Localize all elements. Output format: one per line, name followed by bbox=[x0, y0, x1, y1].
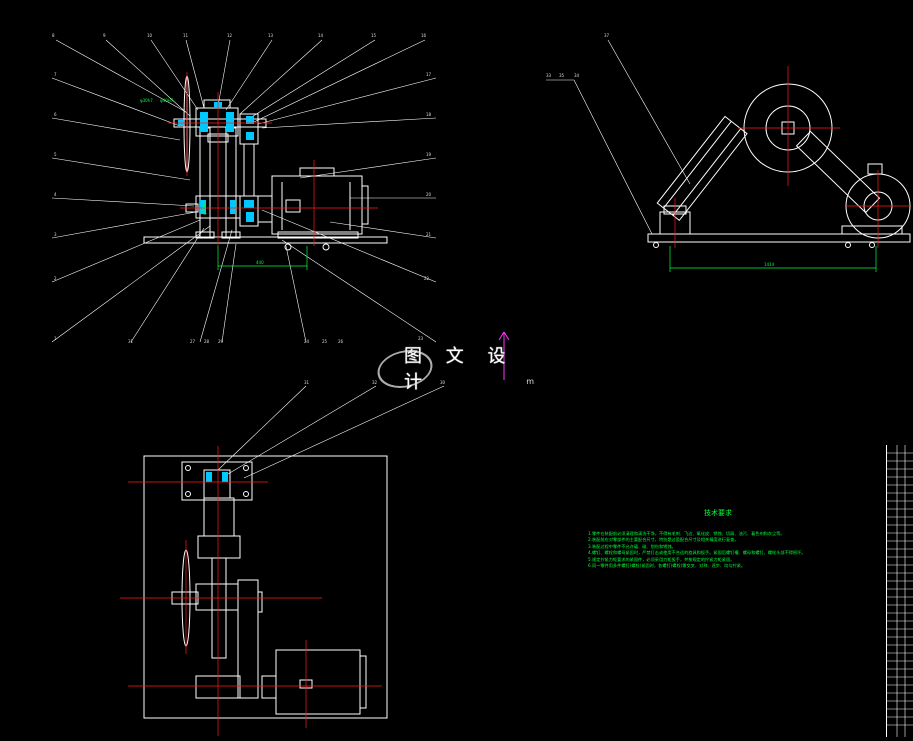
front-view-dimension-label: 440 bbox=[256, 260, 264, 265]
watermark-text: 图 文 设 计 bbox=[404, 346, 515, 393]
front-view-callouts-bottom: 31 27 28 29 24 25 26 bbox=[128, 339, 344, 344]
front-view-leaders bbox=[51, 39, 437, 343]
callout-label: 14 bbox=[318, 33, 324, 38]
callout-label: 18 bbox=[426, 112, 432, 117]
shaft-fit-label: φ40H7 bbox=[160, 98, 174, 103]
callout-label: 9 bbox=[103, 33, 106, 38]
title-block bbox=[886, 445, 913, 737]
callout-label: 13 bbox=[268, 33, 274, 38]
callout-label: 23 bbox=[418, 336, 424, 341]
side-view bbox=[546, 39, 911, 248]
technical-requirements-title: 技术要求 bbox=[704, 509, 732, 517]
callout-label: 34 bbox=[574, 73, 580, 78]
front-view-callouts-left: 7 6 5 4 3 2 1 bbox=[54, 72, 57, 341]
side-view-leaders bbox=[546, 39, 691, 235]
axis-arrow bbox=[498, 331, 510, 380]
callout-label: 28 bbox=[204, 339, 210, 344]
side-view-center-lines bbox=[674, 66, 910, 248]
callout-label: 10 bbox=[147, 33, 153, 38]
callout-label: 12 bbox=[227, 33, 233, 38]
callout-label: 16 bbox=[421, 33, 427, 38]
callout-label: 3 bbox=[54, 232, 57, 237]
technical-requirement-line: 5.规定拧紧力矩要求的紧固件，必须采用力矩扳手，并按规定的拧紧力矩紧固。 bbox=[588, 556, 735, 562]
shaft-fit-label: φ30k6 bbox=[202, 202, 207, 215]
callout-label: 1 bbox=[54, 336, 57, 341]
callout-label: 19 bbox=[426, 152, 432, 157]
callout-label: 26 bbox=[338, 339, 344, 344]
callout-label: 5 bbox=[54, 152, 57, 157]
callout-label: 4 bbox=[54, 192, 57, 197]
callout-label: 6 bbox=[54, 112, 57, 117]
technical-requirement-line: 1.零件在装配前必须清理和清洗干净，不得有毛刺、飞边、氧化皮、锈蚀、切屑、油污、… bbox=[588, 531, 785, 536]
front-view-callouts-right: 17 18 19 20 21 22 23 bbox=[418, 72, 432, 341]
technical-requirements: 技术要求 1.零件在装配前必须清理和清洗干净，不得有毛刺、飞边、氧化皮、锈蚀、切… bbox=[588, 508, 838, 569]
technical-requirement-line: 3.装配过程中零件不允许磕、碰、划伤和锈蚀。 bbox=[588, 543, 676, 549]
shaft-fit-label: φ30h7 bbox=[140, 98, 153, 103]
technical-requirement-line: 4.螺钉、螺栓和螺母紧固时，严禁打击或使用不合适的旋具和扳手。紧固后螺钉槽、螺母… bbox=[588, 550, 806, 556]
callout-label: 31 bbox=[304, 380, 310, 385]
callout-label: 29 bbox=[218, 339, 224, 344]
callout-label: 2 bbox=[54, 276, 57, 281]
side-view-callouts: 33 35 34 37 bbox=[546, 33, 610, 78]
callout-label: 27 bbox=[190, 339, 196, 344]
front-view-center-lines bbox=[168, 72, 378, 246]
front-view bbox=[51, 39, 437, 343]
top-view bbox=[143, 385, 445, 719]
technical-requirement-line: 2.装配前应对零部件的主要配合尺寸，特别是过盈配合尺寸及相关精度进行复查。 bbox=[588, 537, 739, 543]
callout-label: 7 bbox=[54, 72, 57, 77]
callout-label: 11 bbox=[183, 33, 189, 38]
callout-label: 21 bbox=[426, 232, 432, 237]
callout-label: 30 bbox=[440, 380, 446, 385]
title-block-grid bbox=[887, 445, 913, 737]
callout-label: 20 bbox=[426, 192, 432, 197]
callout-label: 24 bbox=[304, 339, 310, 344]
watermark: 图 文 设 计 m bbox=[372, 346, 538, 393]
front-view-dimension bbox=[217, 246, 308, 270]
callout-label: 37 bbox=[604, 33, 610, 38]
technical-requirement-line: 6.同一零件用多件螺钉(螺栓)紧固时，各螺钉(螺栓)需交叉、对称、逐步、均匀拧紧… bbox=[588, 563, 746, 569]
callout-label: 17 bbox=[426, 72, 432, 77]
callout-label: 32 bbox=[372, 380, 378, 385]
side-view-dimension bbox=[669, 246, 877, 272]
top-view-callouts: 31 32 30 bbox=[304, 380, 446, 385]
callout-label: 35 bbox=[559, 73, 565, 78]
top-view-center-lines bbox=[120, 446, 382, 736]
callout-label: 31 bbox=[128, 339, 134, 344]
callout-label: 22 bbox=[424, 276, 430, 281]
callout-label: 33 bbox=[546, 73, 552, 78]
watermark-suffix: m bbox=[526, 377, 534, 386]
top-view-sections bbox=[206, 472, 228, 482]
front-view-callouts-top: 8 9 10 11 12 13 14 15 16 bbox=[52, 33, 427, 38]
front-view-shaft-labels: φ30h7 φ40H7 φ30k6 bbox=[140, 98, 207, 215]
callout-label: 25 bbox=[322, 339, 328, 344]
side-view-dimension-label: 1414 bbox=[764, 262, 775, 267]
callout-label: 8 bbox=[52, 33, 55, 38]
callout-label: 15 bbox=[371, 33, 377, 38]
